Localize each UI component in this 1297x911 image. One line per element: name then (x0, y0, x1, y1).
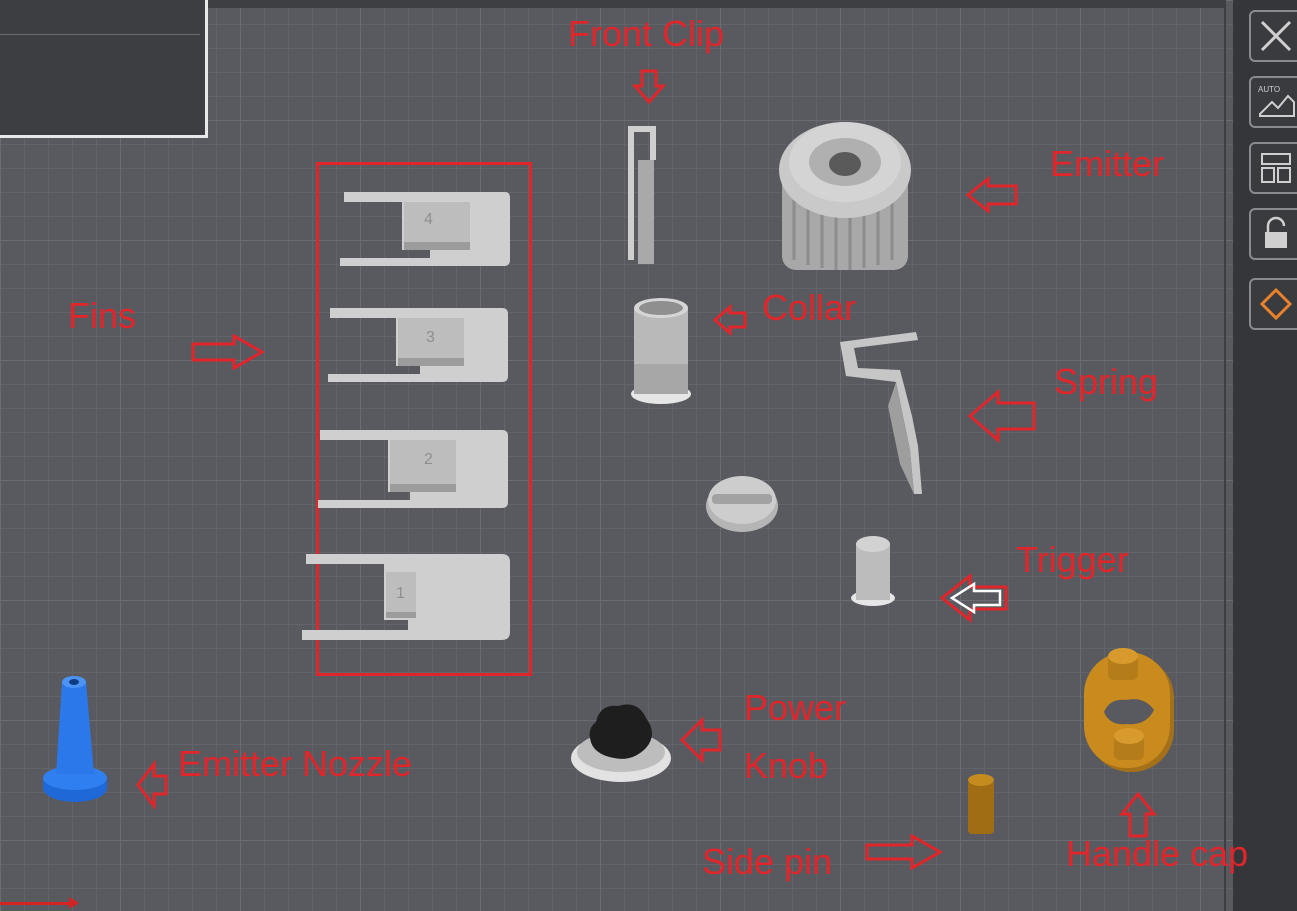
fin-4 (340, 192, 510, 266)
fin-number-1: 1 (396, 585, 405, 602)
auto-arrange-icon[interactable]: AUTO (1249, 76, 1297, 128)
fin-1 (302, 554, 510, 640)
lock-icon[interactable] (1249, 208, 1297, 260)
power-knob-part[interactable] (566, 696, 676, 788)
arrow-down-icon (632, 69, 666, 105)
fin-3 (328, 308, 508, 382)
build-plate-edge (0, 0, 1226, 911)
arrow-right-icon (191, 333, 266, 371)
arrow-left-icon (712, 304, 747, 336)
label-power: Power (744, 687, 847, 728)
fin-number-2: 2 (424, 451, 433, 468)
label-side-pin: Side pin (702, 841, 833, 882)
fin-number-3: 3 (426, 329, 435, 346)
arrow-left-icon (136, 759, 168, 811)
label-trigger: Trigger (1016, 539, 1129, 580)
auto-label: AUTO (1258, 85, 1280, 94)
fin-number-4: 4 (424, 211, 433, 228)
arrow-right-icon (865, 833, 944, 871)
label-emitter: Emitter (1050, 143, 1165, 184)
handle-cap-part[interactable] (1080, 646, 1180, 776)
arrow-left-icon (965, 176, 1018, 214)
spring-part[interactable] (830, 326, 930, 501)
trigger-part[interactable] (848, 534, 898, 609)
label-spring: Spring (1054, 361, 1159, 402)
label-collar: Collar (762, 287, 857, 328)
emitter-part[interactable] (770, 110, 920, 285)
orient-icon[interactable] (1249, 278, 1297, 330)
label-fins: Fins (68, 295, 137, 336)
arrow-left-icon (679, 716, 722, 764)
right-toolbar: AUTO (1233, 0, 1297, 911)
label-handle-cap: Handle cap (1066, 833, 1249, 874)
arrow-left-icon (939, 572, 1008, 624)
side-pin-part[interactable] (962, 772, 1002, 838)
label-knob: Knob (744, 745, 829, 786)
emitter-nozzle-part[interactable] (40, 670, 112, 810)
view-navigation-cube[interactable] (0, 0, 208, 138)
arrow-up-icon (1118, 791, 1158, 838)
fins-parts[interactable] (300, 180, 520, 650)
fins-highlight-box (316, 162, 532, 676)
layout-grid-icon[interactable] (1249, 142, 1297, 194)
label-emitter-nozzle: Emitter Nozzle (178, 743, 413, 784)
front-clip-part[interactable] (620, 120, 670, 270)
round-cap-part[interactable] (702, 470, 782, 534)
x-axis-indicator (0, 897, 79, 909)
close-icon[interactable] (1249, 10, 1297, 62)
label-front-clip: Front Clip (568, 13, 725, 54)
arrow-left-icon (967, 388, 1036, 444)
collar-part[interactable] (626, 294, 696, 409)
fin-2 (318, 430, 508, 508)
